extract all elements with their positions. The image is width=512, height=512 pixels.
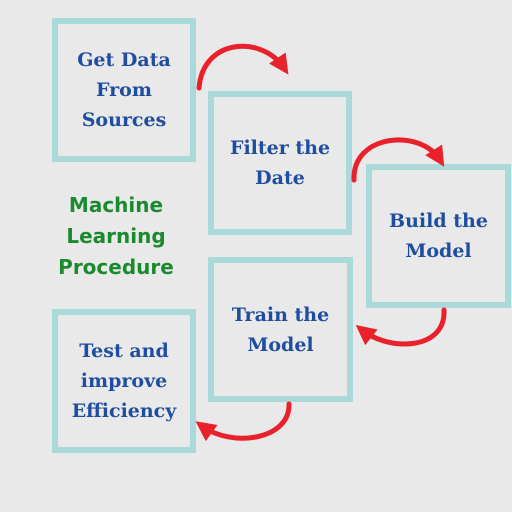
title-line-3: Procedure xyxy=(58,255,174,279)
step-test-improve-box: Test and improve Efficiency xyxy=(52,309,196,453)
title-line-1: Machine xyxy=(68,193,164,217)
title-line-2: Learning xyxy=(66,224,166,248)
arrow-4-to-5-icon xyxy=(195,401,292,442)
arrow-1-to-2-icon xyxy=(196,43,289,91)
step-1-line-2: From xyxy=(96,79,152,101)
step-2-line-2: Date xyxy=(255,167,305,189)
step-3-line-2: Model xyxy=(405,240,472,262)
step-5-line-2: improve xyxy=(80,370,168,392)
step-3-line-1: Build the xyxy=(389,210,488,232)
step-2-line-1: Filter the xyxy=(229,137,331,159)
step-4-line-2: Model xyxy=(247,333,314,356)
step-train-model-box: Train the Model xyxy=(208,257,353,402)
arrow-3-to-4-icon xyxy=(355,307,447,347)
diagram-title: Machine Learning Procedure xyxy=(38,190,194,283)
step-get-data-box: Get Data From Sources xyxy=(52,18,196,162)
step-4-line-1: Train the xyxy=(231,303,330,326)
step-1-line-3: Sources xyxy=(81,109,167,131)
step-5-line-1: Test and xyxy=(79,340,169,362)
step-build-model-box: Build the Model xyxy=(366,164,511,308)
step-5-line-3: Efficiency xyxy=(71,400,177,422)
step-filter-box: Filter the Date xyxy=(208,91,352,235)
step-1-line-1: Get Data xyxy=(77,49,171,71)
